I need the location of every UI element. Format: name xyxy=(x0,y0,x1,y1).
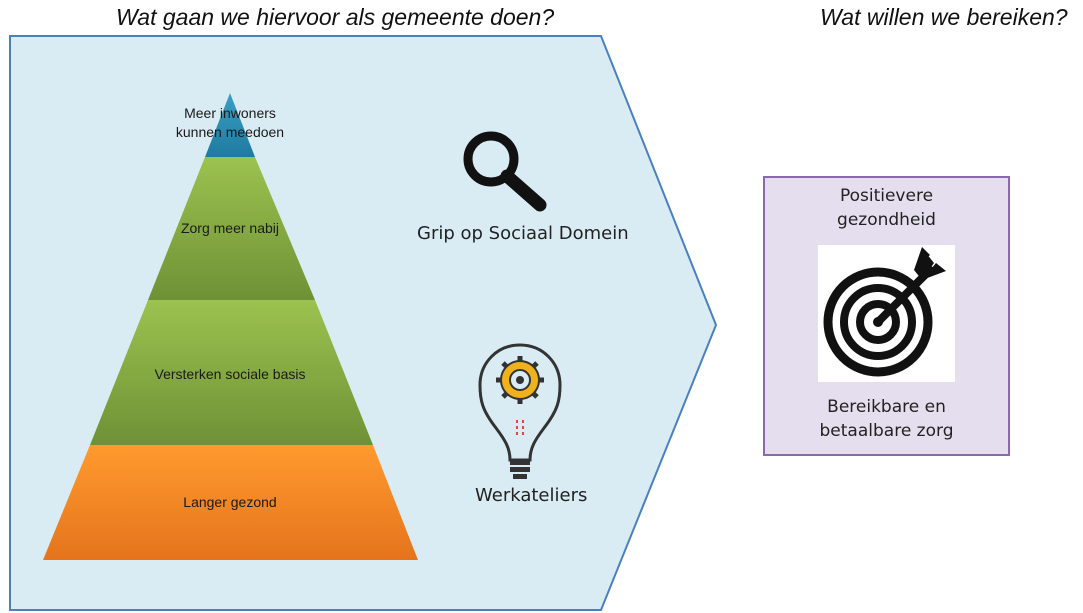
goal-line-1: Positievere xyxy=(839,186,934,206)
goal-line-3: Bereikbare en xyxy=(827,397,946,417)
goal-line-4: betaalbare zorg xyxy=(819,421,954,441)
heading-right: Wat willen we bereiken? xyxy=(820,4,1068,30)
target-arrow-icon xyxy=(818,245,955,382)
pyramid-tier-zorg xyxy=(148,157,315,300)
tier-label-zorg: Zorg meer nabij xyxy=(180,220,280,236)
goal-top-text: Positievere gezondheid xyxy=(765,184,1008,232)
pyramid-tier-sociale-basis xyxy=(90,300,373,445)
tier-label-meedoen-line2: kunnen meedoen xyxy=(175,124,285,140)
lightbulb-gear-icon xyxy=(478,343,562,479)
heading-left: Wat gaan we hiervoor als gemeente doen? xyxy=(116,4,555,30)
tier-label-meedoen-line1: Meer inwoners xyxy=(184,105,276,121)
pyramid-tier-gezond xyxy=(43,445,418,560)
werkateliers-label: Werkateliers xyxy=(475,485,588,506)
pyramid-tier-top xyxy=(205,93,255,157)
tier-label-meedoen: Meer inwoners kunnen meedoen xyxy=(160,104,300,142)
goal-bottom-text: Bereikbare en betaalbare zorg xyxy=(765,395,1008,443)
tier-label-sociale-basis: Versterken sociale basis xyxy=(154,366,306,382)
grip-label: Grip op Sociaal Domein xyxy=(417,223,629,244)
magnifier-icon xyxy=(463,131,547,212)
goal-line-2: gezondheid xyxy=(837,210,936,230)
goal-box: Positievere gezondheid Bereikbare en bet… xyxy=(763,176,1010,456)
tier-label-gezond: Langer gezond xyxy=(183,494,277,510)
